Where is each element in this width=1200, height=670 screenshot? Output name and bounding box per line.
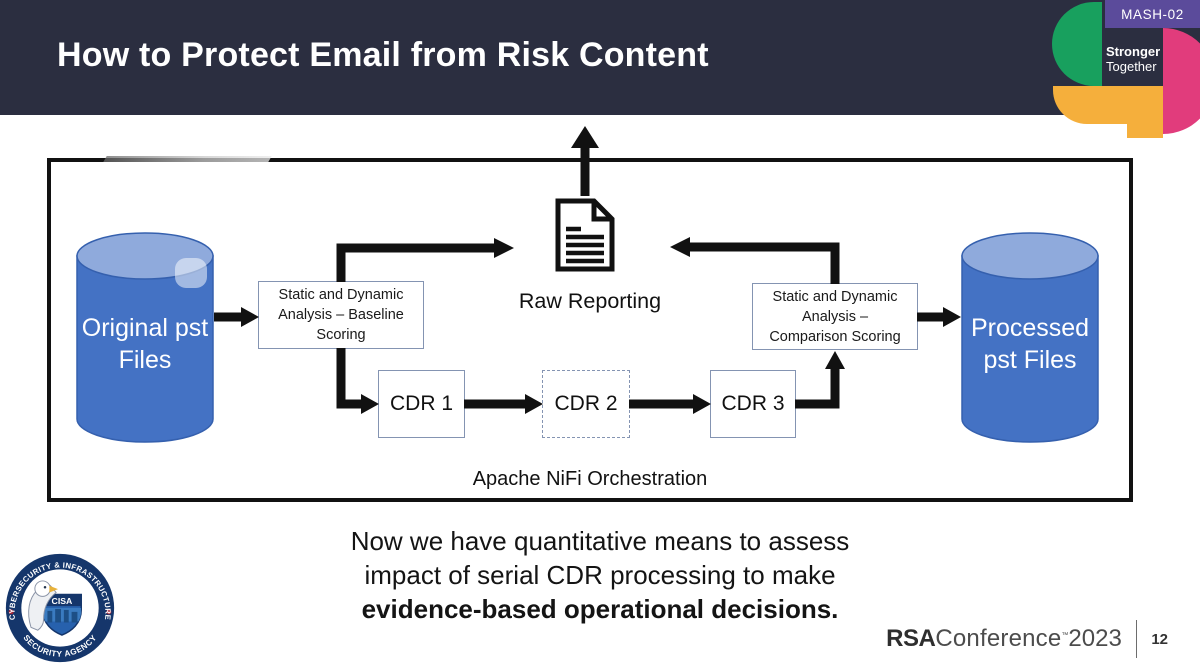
rsa-brand-year: 2023 <box>1068 625 1122 652</box>
source-cylinder-label: Original pst Files <box>81 314 209 374</box>
session-badge: MASH-02 <box>1105 0 1200 28</box>
baseline-line3: Scoring <box>316 327 366 343</box>
tagline: Stronger Together <box>1106 44 1160 74</box>
tagline-line2: Together <box>1106 59 1157 74</box>
cdr3-box: CDR 3 <box>710 370 796 438</box>
raw-reporting-label: Raw Reporting <box>518 289 662 313</box>
comparison-line2: Analysis – <box>801 308 869 325</box>
cdr1-box: CDR 1 <box>378 370 465 438</box>
baseline-analysis-box: Static and Dynamic Analysis – Baseline S… <box>258 281 424 349</box>
rsa-brand-rsa: RSA <box>886 625 936 652</box>
title-bar <box>0 0 1200 115</box>
cisa-seal-logo: CYBERSECURITY & INFRASTRUCTURE SECURITY … <box>3 551 117 665</box>
seal-acronym: CISA <box>52 596 73 606</box>
rsa-brand-conference: Conference <box>935 625 1062 652</box>
tagline-line1: Stronger <box>1106 44 1161 59</box>
database-cylinder-icon <box>961 232 1099 443</box>
apache-nifi-label: Apache NiFi Orchestration <box>472 468 708 490</box>
page-number: 12 <box>1151 630 1168 648</box>
rsa-brand-tm: ™ <box>1061 632 1069 639</box>
slide-title: How to Protect Email from Risk Content <box>57 36 709 74</box>
baseline-line2: Analysis – Baseline <box>278 307 404 323</box>
database-cylinder-icon <box>76 232 214 443</box>
caption-line3: evidence-based operational decisions. <box>361 594 839 624</box>
decor-pink-semicircle-icon <box>1163 28 1200 134</box>
comparison-analysis-box: Static and Dynamic Analysis – Comparison… <box>752 283 918 350</box>
cdr2-box: CDR 2 <box>542 370 630 438</box>
caption-line2: impact of serial CDR processing to make <box>364 560 836 590</box>
document-icon <box>555 198 615 272</box>
comparison-line1: Static and Dynamic <box>772 288 898 305</box>
caption-line1: Now we have quantitative means to assess <box>350 526 850 556</box>
frame-glare-artifact <box>103 156 272 162</box>
decor-yellow-tab-icon <box>1127 118 1163 138</box>
footer-divider <box>1135 620 1138 658</box>
caption: Now we have quantitative means to assess… <box>0 524 1200 626</box>
decor-yellow-shape-icon <box>1053 86 1163 124</box>
comparison-line3: Comparison Scoring <box>769 328 901 345</box>
baseline-line1: Static and Dynamic <box>278 287 404 303</box>
dest-cylinder-label: Processed pst Files <box>970 314 1090 374</box>
